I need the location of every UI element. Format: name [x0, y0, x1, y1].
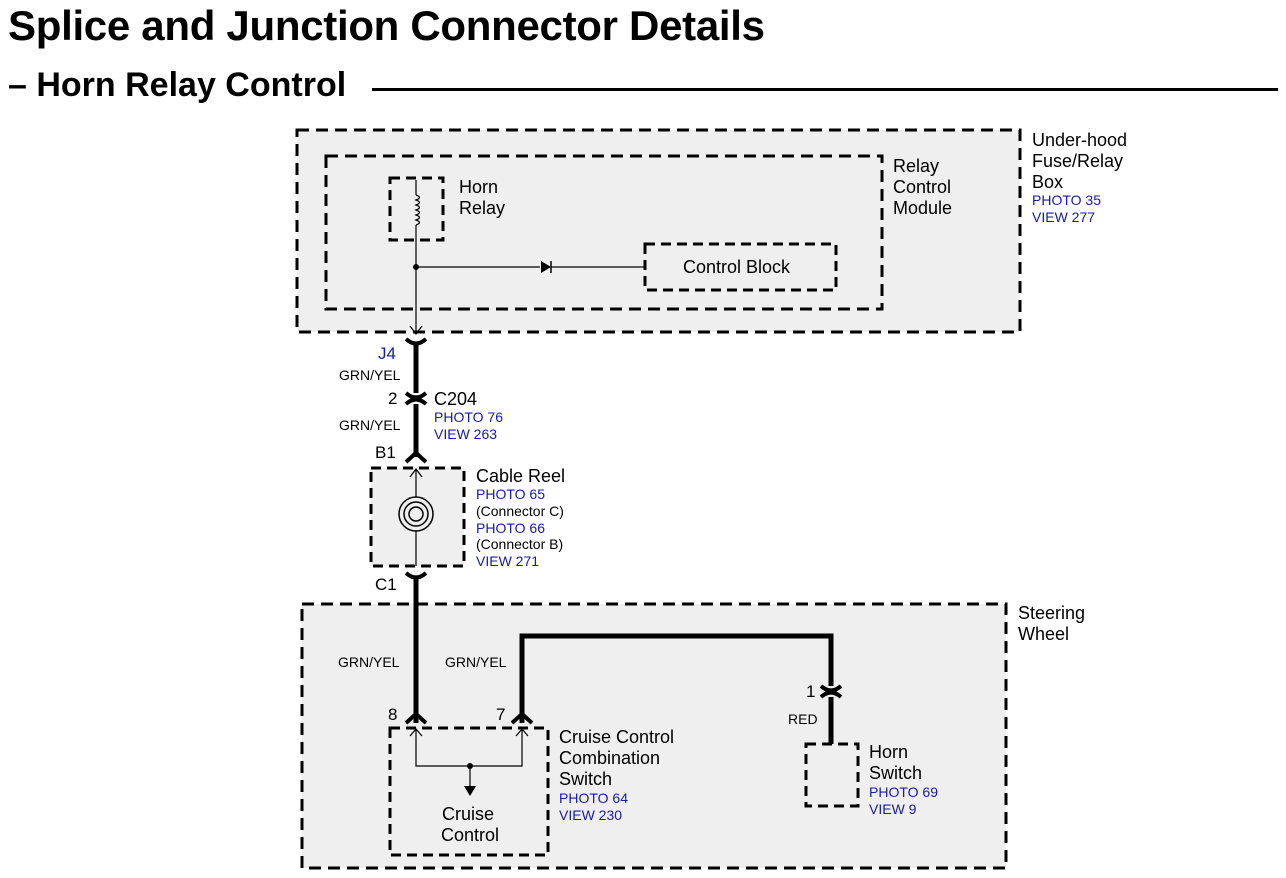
- c1-connector-icon: [404, 571, 428, 580]
- j4-terminal-arrow: [409, 325, 423, 335]
- cable-reel-label: Cable Reel: [476, 466, 565, 486]
- horn-switch-view[interactable]: VIEW 9: [869, 801, 917, 817]
- horn-relay-box: [388, 176, 445, 242]
- c204-label: C204: [434, 389, 477, 409]
- cruise-switch-label-1: Cruise Control: [559, 727, 674, 747]
- cable-reel-note-1: (Connector C): [476, 503, 564, 519]
- wire-label-5: RED: [788, 711, 818, 727]
- cruise-switch-label-3: Switch: [559, 769, 612, 789]
- cable-reel-photo-1[interactable]: PHOTO 65: [476, 486, 545, 502]
- horn-relay-label-1: Horn: [459, 177, 498, 197]
- cruise-pin7-icon: [510, 711, 534, 725]
- cable-reel-view[interactable]: VIEW 271: [476, 553, 539, 569]
- b1-label: B1: [375, 443, 396, 462]
- horn-relay-label-2: Relay: [459, 198, 505, 218]
- horn-pin-label: 1: [806, 682, 815, 701]
- cable-reel-icon: [398, 496, 434, 532]
- underhood-label-3: Box: [1032, 172, 1063, 192]
- control-block-label: Control Block: [683, 257, 791, 277]
- cable-reel-icon-core: [408, 506, 424, 522]
- underhood-view[interactable]: VIEW 277: [1032, 209, 1095, 225]
- b1-connector-icon: [404, 450, 428, 464]
- wire-label-4: GRN/YEL: [445, 654, 507, 670]
- relay-module-label-1: Relay: [893, 156, 939, 176]
- wire-label-2: GRN/YEL: [339, 417, 401, 433]
- page-title: Splice and Junction Connector Details: [8, 2, 765, 49]
- cable-reel-icon-inner: [403, 501, 429, 527]
- cruise-control-inner-label-1: Cruise: [442, 804, 494, 824]
- diode-icon: [541, 261, 551, 273]
- cable-reel-box: [369, 466, 466, 568]
- section-title: – Horn Relay Control: [8, 66, 357, 105]
- c204-connector-icon-bottom: [404, 397, 428, 406]
- j4-label: J4: [378, 344, 396, 363]
- relay-module-label-2: Control: [893, 177, 951, 197]
- section-rule: [372, 88, 1278, 91]
- cruise-switch-photo[interactable]: PHOTO 64: [559, 790, 628, 806]
- cruise-pin-8-label: 8: [388, 705, 397, 724]
- wire-label-1: GRN/YEL: [339, 367, 401, 383]
- relay-module-label-3: Module: [893, 198, 952, 218]
- horn-switch-label-2: Switch: [869, 763, 922, 783]
- horn-pin1-icon-bottom: [819, 690, 843, 699]
- cruise-pin8-icon: [404, 711, 428, 725]
- c204-pin-label: 2: [388, 389, 397, 408]
- c1-label: C1: [375, 575, 397, 594]
- cable-reel-internal-wire: [409, 468, 423, 566]
- horn-switch-label-1: Horn: [869, 742, 908, 762]
- c204-view[interactable]: VIEW 263: [434, 426, 497, 442]
- j4-connector-icon: [404, 337, 428, 346]
- underhood-photo[interactable]: PHOTO 35: [1032, 192, 1101, 208]
- cable-reel-photo-2[interactable]: PHOTO 66: [476, 520, 545, 536]
- c204-connector-icon-top: [404, 391, 428, 400]
- cruise-switch-view[interactable]: VIEW 230: [559, 807, 622, 823]
- cruise-arrow-icon: [464, 786, 476, 796]
- cruise-pin-7-label: 7: [496, 705, 505, 724]
- c204-photo[interactable]: PHOTO 76: [434, 409, 503, 425]
- horn-switch-box: [804, 742, 860, 808]
- wire-label-3: GRN/YEL: [338, 654, 400, 670]
- underhood-label-2: Fuse/Relay: [1032, 151, 1123, 171]
- steering-wheel-label-2: Wheel: [1018, 624, 1069, 644]
- horn-relay-coil-icon: [414, 194, 421, 226]
- horn-switch-photo[interactable]: PHOTO 69: [869, 784, 938, 800]
- wire-cruise-horn: [519, 633, 834, 723]
- underhood-label-1: Under-hood: [1032, 130, 1127, 150]
- cable-reel-note-2: (Connector B): [476, 536, 563, 552]
- steering-wheel-label-1: Steering: [1018, 603, 1085, 623]
- cruise-switch-label-2: Combination: [559, 748, 660, 768]
- cruise-control-inner-label-2: Control: [441, 825, 499, 845]
